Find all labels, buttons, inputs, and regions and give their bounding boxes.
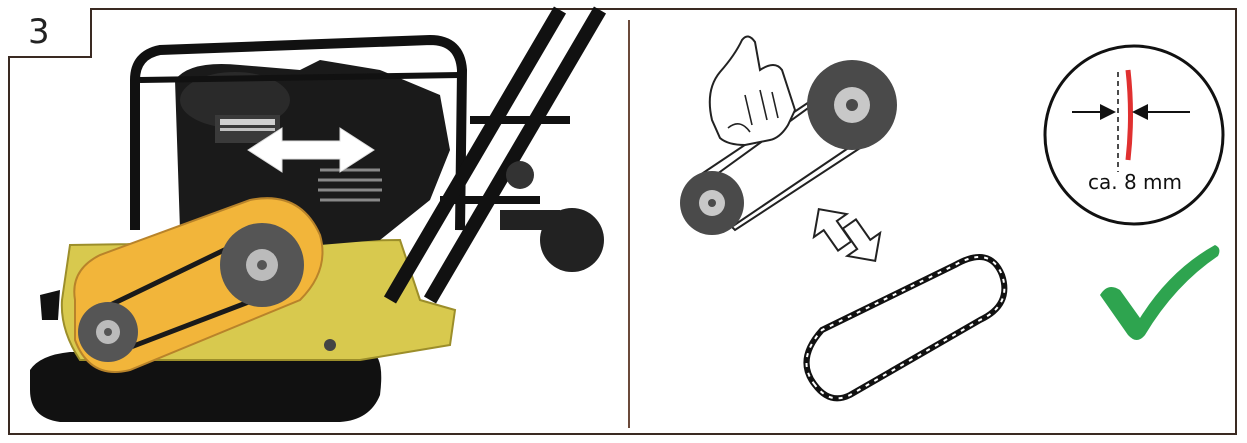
step-number: 3 <box>8 8 90 56</box>
